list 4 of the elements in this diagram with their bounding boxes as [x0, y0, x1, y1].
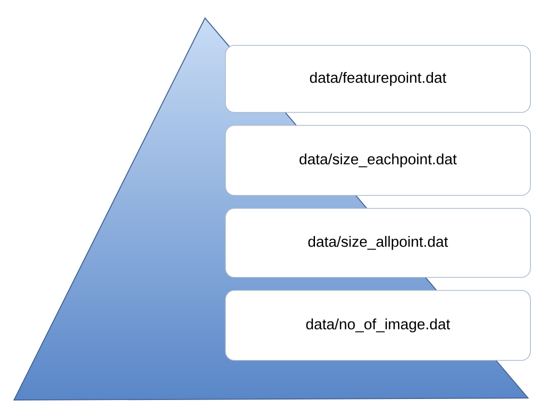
text-box: data/size_eachpoint.dat	[225, 125, 531, 196]
text-box: data/featurepoint.dat	[225, 45, 531, 113]
text-box: data/size_allpoint.dat	[225, 208, 531, 278]
text-box: data/no_of_image.dat	[225, 290, 531, 361]
